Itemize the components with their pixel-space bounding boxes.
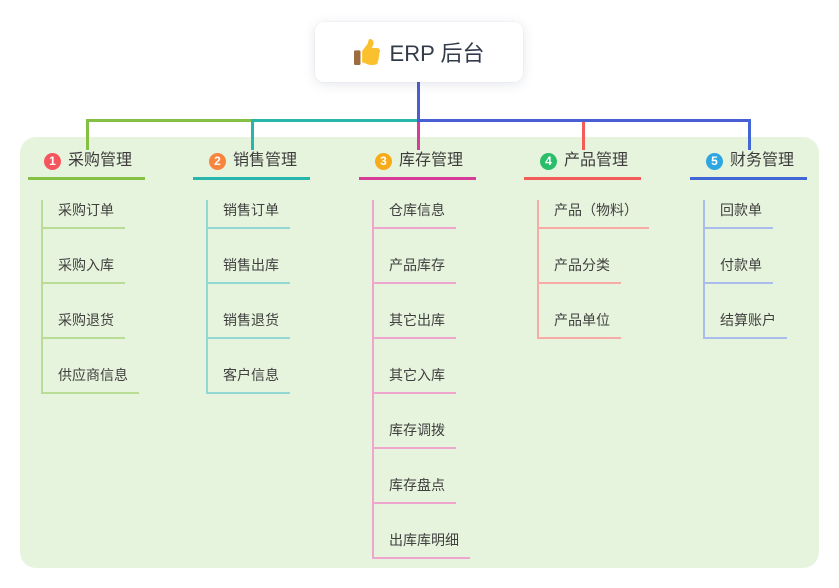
child-node[interactable]: 销售退货 bbox=[208, 310, 290, 339]
branch-header-inventory[interactable]: 3 库存管理 bbox=[359, 146, 476, 180]
branch-finance: 5 财务管理 回款单 付款单 结算账户 bbox=[690, 146, 807, 339]
branch-badge: 1 bbox=[44, 152, 61, 170]
child-node[interactable]: 其它入库 bbox=[374, 365, 456, 394]
branch-children-product: 产品（物料） 产品分类 产品单位 bbox=[537, 200, 649, 339]
branch-children-purchase: 采购订单 采购入库 采购退货 供应商信息 bbox=[41, 200, 145, 394]
connector-drop-finance bbox=[748, 119, 751, 150]
branch-badge: 4 bbox=[540, 152, 557, 170]
child-node[interactable]: 采购入库 bbox=[43, 255, 125, 284]
child-node[interactable]: 产品库存 bbox=[374, 255, 456, 284]
branch-children-inventory: 仓库信息 产品库存 其它出库 其它入库 库存调拨 库存盘点 出库库明细 bbox=[372, 200, 476, 559]
branch-inventory: 3 库存管理 仓库信息 产品库存 其它出库 其它入库 库存调拨 库存盘点 出库库… bbox=[359, 146, 476, 559]
branch-header-purchase[interactable]: 1 采购管理 bbox=[28, 146, 145, 180]
connector-drop-purchase bbox=[86, 119, 89, 150]
child-node[interactable]: 销售出库 bbox=[208, 255, 290, 284]
child-node[interactable]: 产品单位 bbox=[539, 310, 621, 339]
child-node[interactable]: 库存调拨 bbox=[374, 420, 456, 449]
connector-bus-right bbox=[417, 119, 751, 122]
branch-sales: 2 销售管理 销售订单 销售出库 销售退货 客户信息 bbox=[193, 146, 310, 394]
child-node[interactable]: 采购退货 bbox=[43, 310, 125, 339]
root-node-label: ERP 后台 bbox=[389, 41, 485, 66]
child-node[interactable]: 结算账户 bbox=[705, 310, 787, 339]
connector-bus-sales bbox=[251, 119, 417, 122]
child-node[interactable]: 产品（物料） bbox=[539, 200, 649, 229]
branch-header-sales[interactable]: 2 销售管理 bbox=[193, 146, 310, 180]
connector-bus-purchase bbox=[86, 119, 254, 122]
child-node[interactable]: 供应商信息 bbox=[43, 365, 139, 394]
connector-drop-product bbox=[582, 122, 585, 150]
branch-label: 库存管理 bbox=[399, 152, 464, 169]
child-node[interactable]: 库存盘点 bbox=[374, 475, 456, 504]
child-node[interactable]: 其它出库 bbox=[374, 310, 456, 339]
child-node[interactable]: 采购订单 bbox=[43, 200, 125, 229]
branches-panel bbox=[20, 137, 819, 568]
connector-drop-inventory bbox=[417, 122, 420, 150]
branch-label: 财务管理 bbox=[730, 152, 795, 169]
child-node[interactable]: 仓库信息 bbox=[374, 200, 456, 229]
branch-badge: 2 bbox=[209, 152, 226, 170]
root-node[interactable]: ERP 后台 bbox=[315, 22, 523, 82]
branch-badge: 3 bbox=[375, 152, 392, 170]
connector-root-vertical bbox=[417, 82, 420, 122]
child-node[interactable]: 销售订单 bbox=[208, 200, 290, 229]
branch-badge: 5 bbox=[706, 152, 723, 170]
branch-label: 采购管理 bbox=[68, 152, 133, 169]
child-node[interactable]: 付款单 bbox=[705, 255, 773, 284]
child-node[interactable]: 出库库明细 bbox=[374, 530, 470, 559]
child-node[interactable]: 产品分类 bbox=[539, 255, 621, 284]
connector-drop-sales bbox=[251, 119, 254, 150]
branch-purchase: 1 采购管理 采购订单 采购入库 采购退货 供应商信息 bbox=[28, 146, 145, 394]
branch-label: 销售管理 bbox=[233, 152, 298, 169]
branch-header-finance[interactable]: 5 财务管理 bbox=[690, 146, 807, 180]
branch-children-sales: 销售订单 销售出库 销售退货 客户信息 bbox=[206, 200, 310, 394]
branch-children-finance: 回款单 付款单 结算账户 bbox=[703, 200, 807, 339]
branch-label: 产品管理 bbox=[564, 152, 629, 169]
thumbs-up-icon bbox=[353, 39, 380, 65]
child-node[interactable]: 回款单 bbox=[705, 200, 773, 229]
child-node[interactable]: 客户信息 bbox=[208, 365, 290, 394]
branch-product: 4 产品管理 产品（物料） 产品分类 产品单位 bbox=[524, 146, 649, 339]
branch-header-product[interactable]: 4 产品管理 bbox=[524, 146, 641, 180]
